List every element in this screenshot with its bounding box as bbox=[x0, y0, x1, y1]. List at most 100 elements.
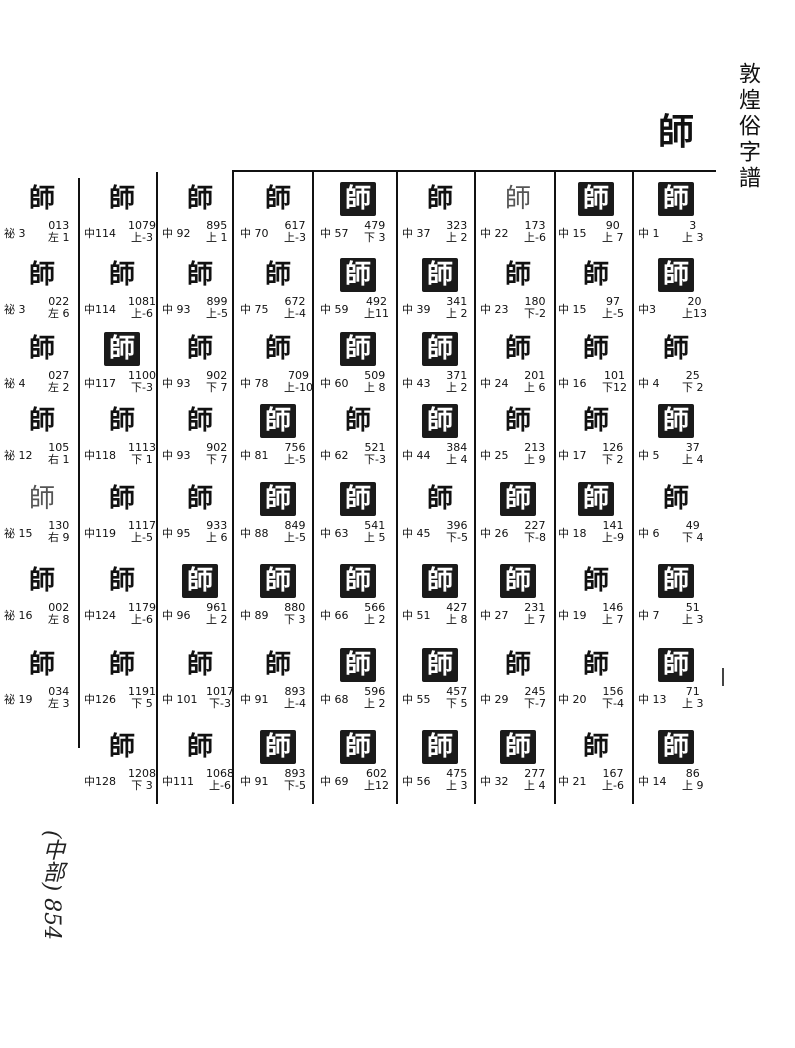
entry-number: 3 bbox=[689, 219, 697, 232]
source-label: 中128 bbox=[84, 775, 116, 788]
entry-number: 1079 bbox=[128, 219, 156, 232]
entry-number: 141 bbox=[602, 519, 624, 532]
line-position: 左 1 bbox=[48, 231, 70, 244]
line-position: 上 8 bbox=[364, 381, 386, 394]
source-label: 中124 bbox=[84, 609, 116, 622]
entry-number: 146 bbox=[602, 601, 624, 614]
source-label: 中 22 bbox=[480, 227, 509, 240]
source-label: 中 15 bbox=[558, 303, 587, 316]
entry-number: 672 bbox=[284, 295, 306, 308]
source-label: 中111 bbox=[162, 775, 194, 788]
line-position: 上13 bbox=[682, 307, 707, 320]
line-position: 上-5 bbox=[284, 531, 306, 544]
entry-number: 173 bbox=[524, 219, 546, 232]
entry-number: 756 bbox=[284, 441, 306, 454]
source-label: 中 13 bbox=[638, 693, 667, 706]
handwritten-note: (中部) 854 bbox=[39, 830, 64, 941]
source-label: 中 1 bbox=[638, 227, 660, 240]
entry-number: 201 bbox=[524, 369, 546, 382]
entry-number: 709 bbox=[287, 369, 309, 382]
entry-number: 933 bbox=[206, 519, 228, 532]
glyph-specimen: 師 bbox=[582, 334, 609, 364]
source-label: 中 55 bbox=[402, 693, 431, 706]
source-label: 中 21 bbox=[558, 775, 587, 788]
source-label: 中 63 bbox=[320, 527, 349, 540]
entry-number: 521 bbox=[364, 441, 386, 454]
entry-number: 893 bbox=[284, 685, 306, 698]
glyph-specimen: 師 bbox=[422, 404, 458, 438]
glyph-specimen: 師 bbox=[340, 648, 376, 682]
line-position: 左 3 bbox=[48, 697, 70, 710]
glyph-specimen: 師 bbox=[658, 182, 694, 216]
glyph-specimen: 師 bbox=[582, 260, 609, 290]
entry-number: 341 bbox=[446, 295, 468, 308]
line-position: 上-5 bbox=[284, 453, 306, 466]
glyph-specimen: 師 bbox=[658, 258, 694, 292]
entry-number: 961 bbox=[206, 601, 228, 614]
entry-number: 509 bbox=[364, 369, 386, 382]
line-position: 左 8 bbox=[48, 613, 70, 626]
line-position: 下 5 bbox=[131, 697, 153, 710]
glyph-specimen: 師 bbox=[182, 564, 218, 598]
line-position: 上 3 bbox=[682, 697, 704, 710]
glyph-specimen: 師 bbox=[260, 482, 296, 516]
source-label: 中 88 bbox=[240, 527, 269, 540]
glyph-specimen: 師 bbox=[578, 182, 614, 216]
source-label: 中 19 bbox=[558, 609, 587, 622]
entry-number: 51 bbox=[685, 601, 700, 614]
entry-number: 880 bbox=[284, 601, 306, 614]
glyph-specimen: 師 bbox=[658, 648, 694, 682]
line-position: 上 9 bbox=[682, 779, 704, 792]
entry-number: 371 bbox=[446, 369, 468, 382]
line-position: 左 6 bbox=[48, 307, 70, 320]
column-rule bbox=[632, 172, 634, 804]
line-position: 上-6 bbox=[602, 779, 624, 792]
entry-number: 180 bbox=[524, 295, 546, 308]
line-position: 上 4 bbox=[682, 453, 704, 466]
line-position: 上 2 bbox=[446, 381, 468, 394]
entry-number: 97 bbox=[605, 295, 620, 308]
